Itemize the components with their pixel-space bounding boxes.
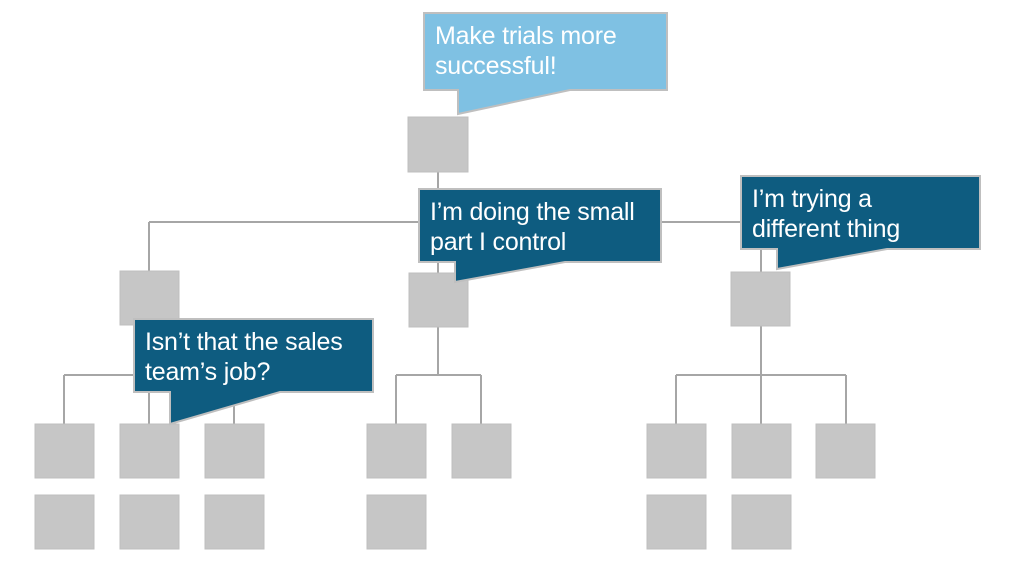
- org-chart-node[interactable]: [730, 271, 791, 327]
- org-chart-node[interactable]: [119, 270, 180, 326]
- org-chart-node[interactable]: [407, 116, 469, 173]
- bubble-line-2: team’s job?: [145, 358, 271, 386]
- bubble-line-2: successful!: [435, 52, 557, 80]
- org-chart-nodes: [34, 116, 876, 550]
- bubble-line-1: I’m trying a: [752, 185, 872, 213]
- bubble-line-1: Isn’t that the sales: [145, 328, 343, 356]
- org-chart-node[interactable]: [34, 423, 95, 479]
- org-chart-node[interactable]: [366, 423, 427, 479]
- org-chart-node[interactable]: [204, 494, 265, 550]
- org-chart-node[interactable]: [646, 494, 707, 550]
- org-chart-node[interactable]: [451, 423, 512, 479]
- org-chart-node[interactable]: [408, 272, 469, 328]
- org-chart-node[interactable]: [731, 423, 792, 479]
- org-chart-node[interactable]: [815, 423, 876, 479]
- org-chart-node[interactable]: [204, 423, 265, 479]
- org-chart-node[interactable]: [119, 423, 180, 479]
- bubble-line-2: part I control: [430, 228, 567, 256]
- org-chart-node[interactable]: [119, 494, 180, 550]
- org-chart-node[interactable]: [366, 494, 427, 550]
- bubble-line-1: Make trials more: [435, 22, 617, 50]
- org-chart-node[interactable]: [34, 494, 95, 550]
- bubble-line-2: different thing: [752, 215, 901, 243]
- org-chart-node[interactable]: [731, 494, 792, 550]
- bubble-line-1: I’m doing the small: [430, 198, 635, 226]
- org-chart-node[interactable]: [646, 423, 707, 479]
